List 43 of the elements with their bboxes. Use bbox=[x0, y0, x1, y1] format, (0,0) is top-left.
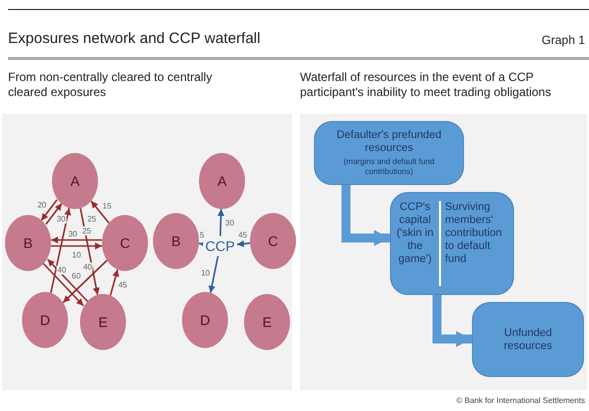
node-label: E bbox=[98, 312, 108, 332]
node-label: CCP's capital ('skin in the game') bbox=[396, 201, 434, 267]
arrow bbox=[40, 199, 58, 222]
edge-label: 25 bbox=[81, 226, 92, 236]
source-note: © Bank for International Settlements bbox=[456, 395, 585, 407]
block-arrow bbox=[342, 185, 390, 246]
arrow bbox=[51, 236, 102, 244]
node-label: Unfunded resources bbox=[502, 326, 554, 352]
panel-subtitle: Waterfall of resources in the event of a CCP participant's inability to meet trading obligations bbox=[300, 70, 552, 100]
panel-subtitle: From non-centrally cleared to centrally cleared exposures bbox=[8, 70, 214, 100]
node-label: D bbox=[40, 310, 50, 330]
arrow bbox=[110, 269, 120, 296]
arrow bbox=[90, 200, 110, 224]
arrow bbox=[51, 242, 102, 250]
arrow bbox=[80, 208, 100, 295]
graph-number: Graph 1 bbox=[542, 32, 585, 49]
rounded-box bbox=[390, 192, 514, 295]
edge-label: 10 bbox=[71, 250, 82, 260]
edge-label: 60 bbox=[70, 272, 82, 281]
block-arrow bbox=[432, 295, 472, 347]
node-label: B bbox=[171, 232, 181, 250]
edge-label: 15 bbox=[102, 202, 112, 211]
rounded-box bbox=[472, 302, 584, 377]
node-label: C bbox=[268, 232, 278, 250]
node-label: Defaulter's prefunded resources bbox=[336, 129, 442, 155]
node-label: C bbox=[120, 234, 130, 252]
arrow bbox=[50, 208, 72, 294]
edge-label: 25 bbox=[86, 214, 98, 224]
arrow bbox=[45, 202, 62, 225]
arrow bbox=[236, 240, 250, 248]
node-label: (margins and default fund contributions) bbox=[342, 157, 436, 177]
arrow bbox=[217, 208, 224, 236]
node-label: B bbox=[23, 234, 33, 252]
node-label: A bbox=[217, 172, 227, 190]
edge-label: 30 bbox=[56, 214, 67, 224]
node-label: Surviving members' contribution to default fund bbox=[439, 201, 509, 286]
node-label: A bbox=[70, 172, 80, 190]
title: Exposures network and CCP waterfall bbox=[8, 29, 260, 49]
rounded-box bbox=[314, 121, 464, 185]
arrow bbox=[208, 256, 219, 293]
node-label: D bbox=[200, 310, 210, 330]
arrow bbox=[62, 260, 108, 304]
node-label: E bbox=[262, 312, 272, 332]
